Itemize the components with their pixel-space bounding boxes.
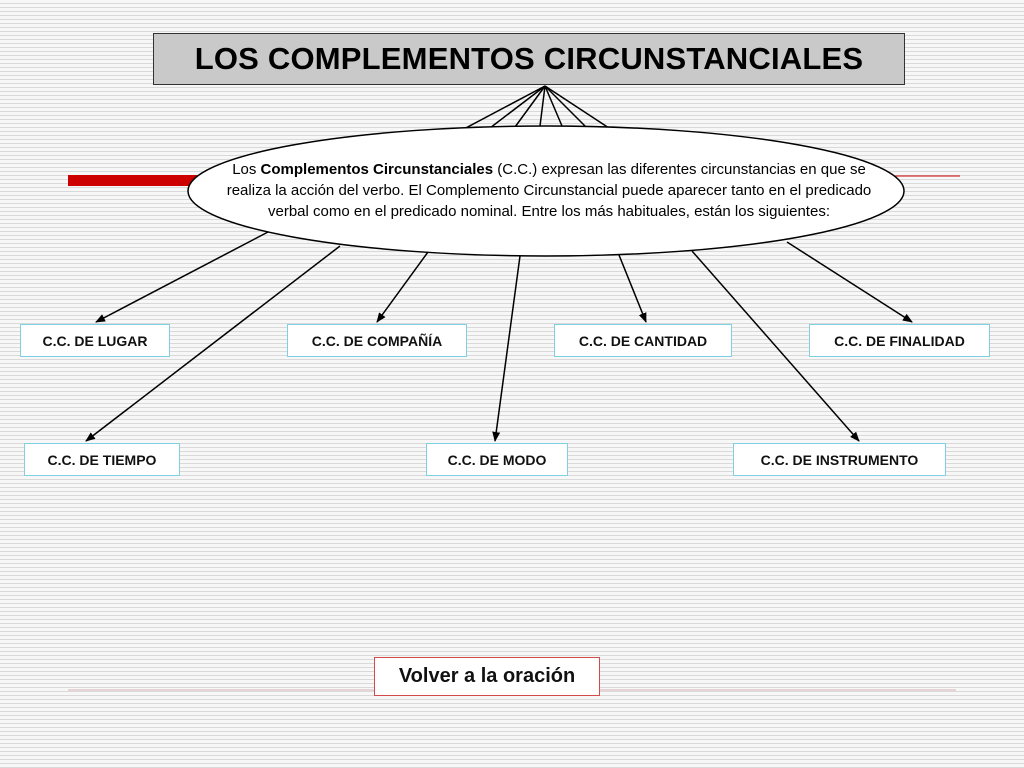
- definition-intro: Los: [232, 161, 261, 178]
- arrow-to-compania: [376, 251, 429, 323]
- hub-lines: [461, 85, 613, 131]
- box-cc-lugar[interactable]: C.C. DE LUGAR: [20, 324, 170, 357]
- arrow-to-cantidad: [618, 254, 647, 323]
- definition-ellipse: [187, 125, 905, 257]
- arrow-to-lugar: [95, 231, 269, 323]
- box-cc-cantidad[interactable]: C.C. DE CANTIDAD: [554, 324, 732, 357]
- arrow-to-modo: [492, 255, 521, 442]
- box-cc-tiempo[interactable]: C.C. DE TIEMPO: [24, 443, 180, 476]
- box-cc-compania[interactable]: C.C. DE COMPAÑÍA: [287, 324, 467, 357]
- title-box: LOS COMPLEMENTOS CIRCUNSTANCIALES: [153, 33, 905, 85]
- page-title: LOS COMPLEMENTOS CIRCUNSTANCIALES: [194, 41, 864, 76]
- definition-text: Los Complementos Circunstanciales (C.C.)…: [210, 159, 888, 222]
- definition-term: Complementos Circunstanciales: [260, 161, 494, 178]
- box-cc-modo[interactable]: C.C. DE MODO: [426, 443, 568, 476]
- accent-red-bar: [68, 175, 218, 186]
- box-cc-instrumento[interactable]: C.C. DE INSTRUMENTO: [733, 443, 946, 476]
- arrow-to-instrumento: [691, 250, 860, 442]
- box-cc-finalidad[interactable]: C.C. DE FINALIDAD: [809, 324, 990, 357]
- arrow-to-tiempo: [85, 245, 341, 442]
- arrows: [85, 231, 913, 442]
- arrow-to-finalidad: [786, 241, 913, 323]
- back-to-sentence-button[interactable]: Volver a la oración: [374, 657, 600, 696]
- definition-body: (C.C.) expresan las diferentes circunsta…: [226, 161, 872, 220]
